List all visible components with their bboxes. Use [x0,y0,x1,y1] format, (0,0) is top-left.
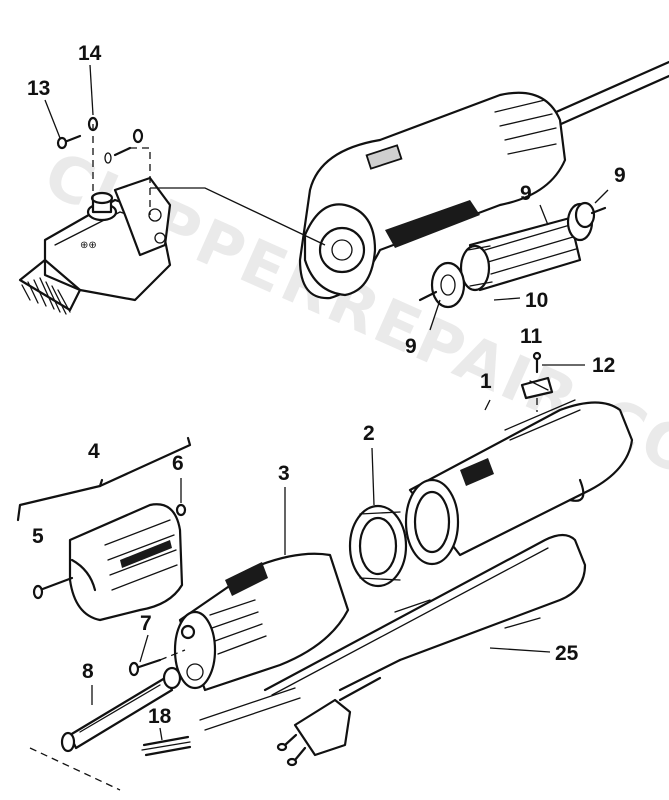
spring-part-12 [532,351,542,374]
pins-part-18 [141,735,192,757]
callout-9-lower: 9 [405,335,417,358]
callout-3: 3 [278,462,290,485]
head-to-body-line [150,187,326,246]
callout-10: 10 [525,289,548,312]
switch-part-11 [520,376,554,400]
callout-12: 12 [592,354,615,377]
callout-13: 13 [27,77,50,100]
ring-part-2 [348,504,408,588]
callout-11: 11 [520,325,543,348]
rear-housing-part-3 [173,552,350,692]
callout-4: 4 [88,440,100,463]
callout-2: 2 [363,422,375,445]
blade-head-assembly: ⊕⊕ [18,176,172,315]
screw-part-7 [128,658,162,677]
screw-13 [56,134,82,150]
rod-part-8 [60,666,182,753]
callout-25: 25 [555,642,579,665]
end-cap-part-4 [68,503,184,622]
callout-8: 8 [82,660,94,683]
callout-1: 1 [480,370,492,393]
screw-part-5 [32,576,74,600]
callout-9-armature: 9 [520,182,532,205]
nut-part-6 [175,503,187,517]
callout-5: 5 [32,525,44,548]
assembled-clipper-body [298,60,669,300]
callout-6: 6 [172,452,184,475]
armature-part-10 [418,201,607,309]
callout-7: 7 [140,612,152,635]
motor-housing-part-1 [404,399,634,566]
callout-18: 18 [148,705,172,728]
callout-9-top-right: 9 [614,164,626,187]
callout-14: 14 [78,42,102,65]
power-cord-part-25 [263,533,587,767]
svg-text:⊕⊕: ⊕⊕ [80,240,97,251]
